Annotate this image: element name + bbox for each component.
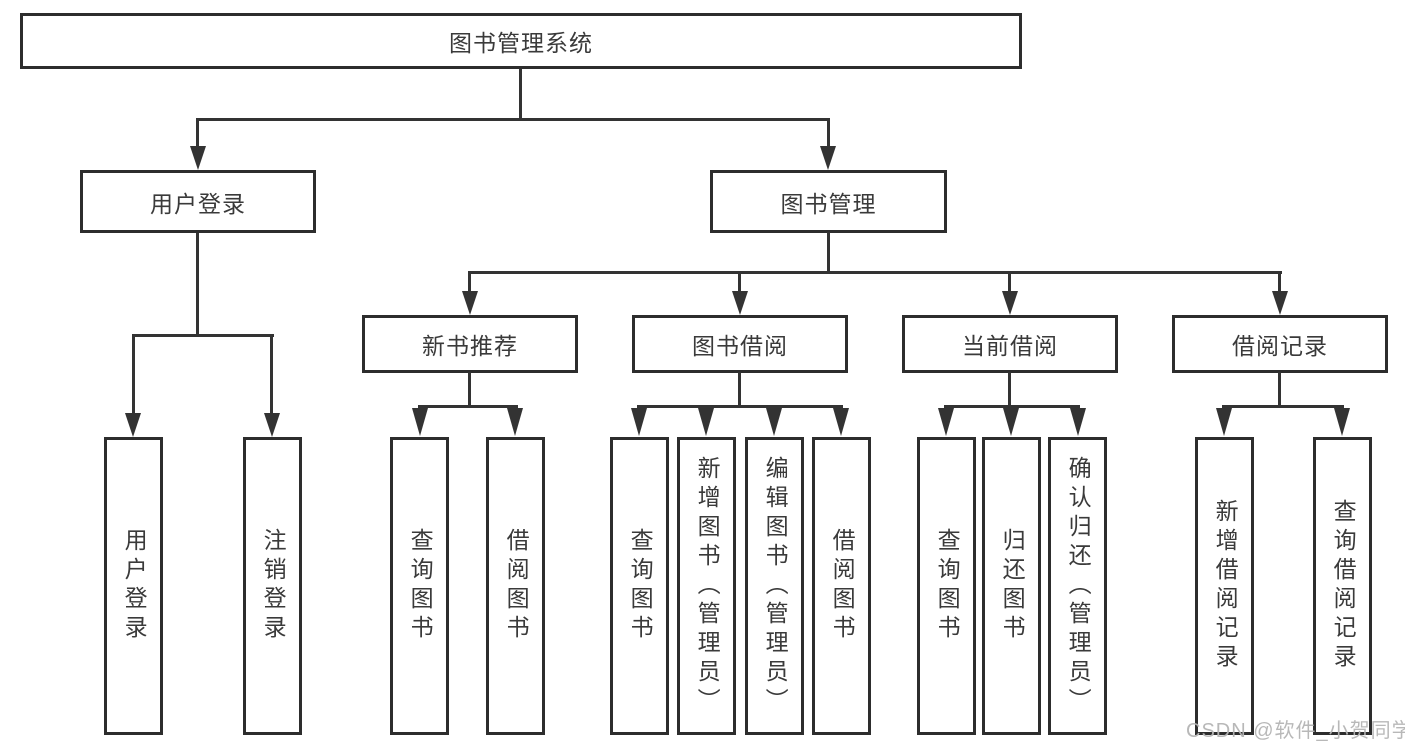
node-book-management: 图书管理 [710, 170, 947, 233]
connector-records-bar [1222, 405, 1344, 408]
connector-newbooks-bar [418, 405, 518, 408]
leaf-current-query-books: 查询图书 [917, 437, 976, 735]
leaf-newbooks-borrow-books: 借阅图书 [486, 437, 545, 735]
csdn-watermark: CSDN @软件_小贺同学 [1186, 720, 1405, 742]
arrow-down-icon [462, 291, 478, 315]
arrow-down-icon [1070, 408, 1086, 436]
connector-borrowing-stem [738, 372, 741, 408]
arrow-down-icon [1002, 291, 1018, 315]
connector-userlogin-bar [132, 334, 274, 337]
node-borrowing-records: 借阅记录 [1172, 315, 1388, 373]
leaf-records-add-record: 新增借阅记录 [1195, 437, 1254, 735]
arrow-down-icon [1272, 291, 1288, 315]
connector-userlogin-stem [196, 233, 199, 335]
connector-drop-leaf [270, 334, 273, 414]
connector-borrowing-bar [637, 405, 843, 408]
leaf-borrowing-query-books: 查询图书 [610, 437, 669, 735]
node-book-borrowing: 图书借阅 [632, 315, 848, 373]
connector-root-stem [519, 69, 522, 120]
arrow-down-icon [1003, 408, 1019, 436]
connector-drop-level3 [468, 271, 471, 295]
arrow-down-icon [1216, 408, 1232, 436]
node-new-book-recommendation: 新书推荐 [362, 315, 578, 373]
node-user-login: 用户登录 [80, 170, 316, 233]
arrow-down-icon [190, 146, 206, 170]
connector-newbooks-stem [468, 372, 471, 408]
arrow-down-icon [938, 408, 954, 436]
leaf-newbooks-query-books: 查询图书 [390, 437, 449, 735]
arrow-down-icon [833, 408, 849, 436]
connector-current-stem [1008, 372, 1011, 408]
connector-drop-user-login [196, 118, 199, 150]
connector-current-bar [944, 405, 1080, 408]
leaf-records-query-record: 查询借阅记录 [1313, 437, 1372, 735]
leaf-logout: 注销登录 [243, 437, 302, 735]
connector-drop-level3 [1278, 271, 1281, 295]
leaf-borrowing-add-books-admin: 新增图书（管理员） [677, 437, 736, 735]
connector-drop-leaf [132, 334, 135, 414]
arrow-down-icon [820, 146, 836, 170]
leaf-current-confirm-return-admin: 确认归还（管理员） [1048, 437, 1107, 735]
connector-drop-book-management [827, 118, 830, 150]
arrow-down-icon [125, 413, 141, 437]
arrow-down-icon [1334, 408, 1350, 436]
connector-bookmgmt-stem [827, 232, 830, 274]
connector-root-bar [196, 118, 830, 121]
leaf-current-return-books: 归还图书 [982, 437, 1041, 735]
arrow-down-icon [631, 408, 647, 436]
arrow-down-icon [507, 408, 523, 436]
leaf-user-login: 用户登录 [104, 437, 163, 735]
leaf-borrowing-edit-books-admin: 编辑图书（管理员） [745, 437, 804, 735]
connector-bookmgmt-bar [468, 271, 1282, 274]
connector-drop-level3 [738, 271, 741, 295]
arrow-down-icon [698, 408, 714, 436]
connector-drop-level3 [1008, 271, 1011, 295]
connector-records-stem [1278, 372, 1281, 408]
arrow-down-icon [766, 408, 782, 436]
node-current-borrowing: 当前借阅 [902, 315, 1118, 373]
node-root-library-system: 图书管理系统 [20, 13, 1022, 69]
arrow-down-icon [732, 291, 748, 315]
arrow-down-icon [264, 413, 280, 437]
leaf-borrowing-borrow-books: 借阅图书 [812, 437, 871, 735]
arrow-down-icon [412, 408, 428, 436]
